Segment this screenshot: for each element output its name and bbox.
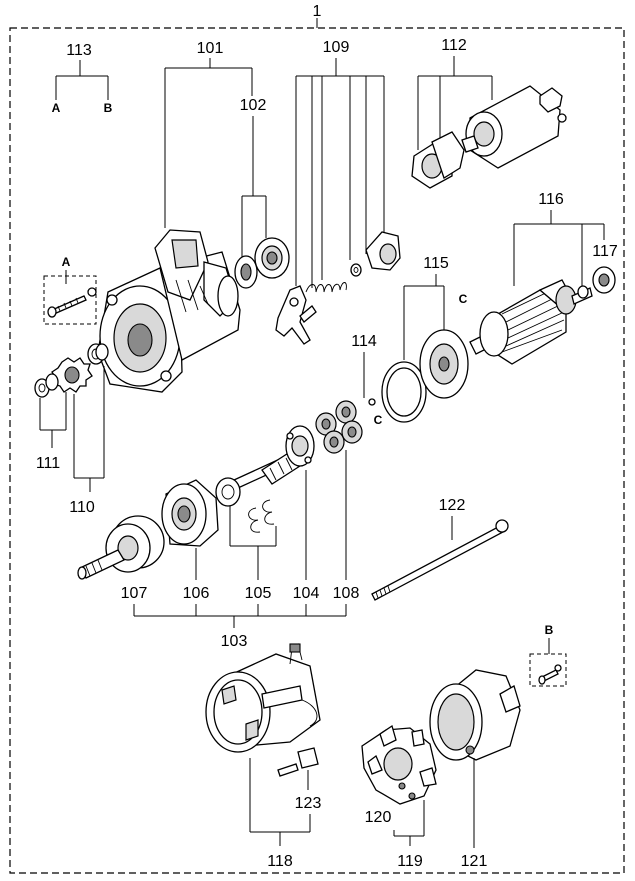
callout-102: 102 xyxy=(240,97,267,114)
brush-lead-123-part xyxy=(277,747,319,777)
callout-118: 118 xyxy=(267,853,293,870)
starter-housing-part xyxy=(97,229,241,393)
bolt-b-part xyxy=(538,664,562,685)
marker-a-top: A xyxy=(52,101,61,115)
marker-a-bolt: A xyxy=(62,255,71,269)
callout-116: 116 xyxy=(538,191,564,208)
through-bolt-122-part xyxy=(371,519,509,601)
marker-b-bolt: B xyxy=(545,623,554,637)
callout-121: 121 xyxy=(461,853,488,870)
end-cover-121-part xyxy=(429,669,521,761)
callout-103: 103 xyxy=(221,633,248,650)
marker-c-upper: C xyxy=(459,292,468,306)
brush-holder-120-part xyxy=(361,724,437,805)
washers-111-part xyxy=(34,343,109,398)
shift-lever-109-part xyxy=(275,231,401,345)
callout-108: 108 xyxy=(333,585,360,602)
marker-b-top: B xyxy=(104,101,113,115)
callout-1: 1 xyxy=(313,3,322,20)
bolt-b-box xyxy=(529,653,567,687)
callout-112: 112 xyxy=(441,37,467,54)
planetary-gears-108-part xyxy=(315,400,363,454)
yoke-118-part xyxy=(205,643,321,753)
ring-105-part xyxy=(215,477,275,533)
bolt-a-box xyxy=(43,275,97,325)
callout-113: 113 xyxy=(66,42,92,59)
callout-120: 120 xyxy=(365,809,392,826)
callout-111: 111 xyxy=(36,455,60,472)
callout-117: 117 xyxy=(592,243,618,260)
callout-106: 106 xyxy=(183,585,210,602)
callout-107: 107 xyxy=(121,585,148,602)
callout-105: 105 xyxy=(245,585,272,602)
callout-110: 110 xyxy=(69,499,95,516)
clutch-106-part xyxy=(161,479,219,547)
assembly-boundary xyxy=(9,27,625,874)
bolt-a-part xyxy=(47,287,97,318)
marker-c-lower: C xyxy=(374,413,383,427)
callout-114: 114 xyxy=(351,333,377,350)
washer-114-part xyxy=(368,398,376,406)
callout-101: 101 xyxy=(197,40,224,57)
solenoid-112-part xyxy=(411,85,567,189)
callout-109: 109 xyxy=(323,39,350,56)
armature-116-part xyxy=(469,266,616,365)
pinion-gear-110-part xyxy=(51,357,93,393)
callout-104: 104 xyxy=(293,585,320,602)
bushing-102-part xyxy=(234,237,290,289)
callout-122: 122 xyxy=(439,497,466,514)
drive-shaft-107-part xyxy=(77,515,165,580)
callout-123: 123 xyxy=(295,795,322,812)
gear-shaft-104-part xyxy=(233,425,315,489)
callout-115: 115 xyxy=(423,255,449,272)
shield-115-part xyxy=(381,329,469,423)
callout-119: 119 xyxy=(397,853,423,870)
